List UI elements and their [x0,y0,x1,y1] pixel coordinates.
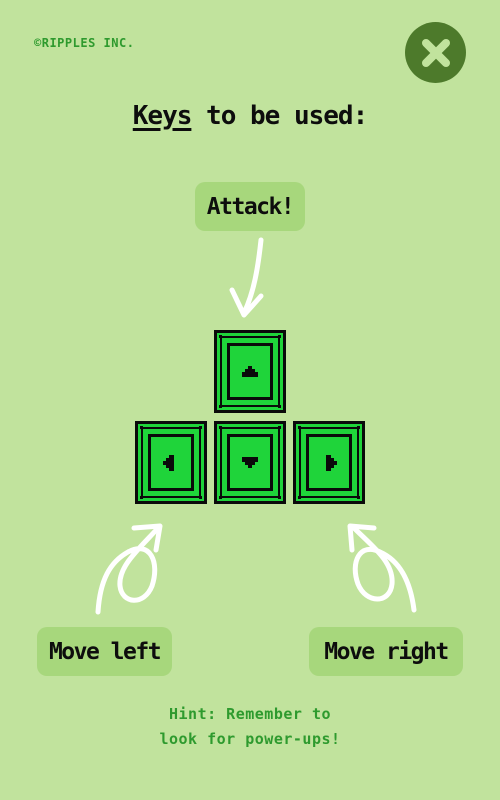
left-key[interactable] [135,421,207,504]
right-key[interactable] [293,421,365,504]
arrow-left-icon [163,455,174,471]
close-x-icon [421,38,450,67]
page-title: Keys to be used: [0,101,500,131]
title-keyword: Keys [132,101,193,131]
move-right-label: Move right [309,627,463,676]
right-pointer-arrow [351,525,417,613]
up-key[interactable] [214,330,286,413]
copyright-text: ©RIPPLES INC. [34,36,135,50]
arrow-right-icon [326,455,337,471]
arrow-up-icon [242,366,258,377]
attack-pointer-arrow [241,237,264,316]
left-pointer-arrow [95,525,161,615]
attack-label: Attack! [195,182,305,231]
move-left-label: Move left [37,627,172,676]
hint-text: Hint: Remember to look for power-ups! [0,702,500,752]
title-rest: to be used: [191,101,368,131]
arrow-down-icon [242,457,258,468]
close-button[interactable] [405,22,466,83]
hint-line-2: look for power-ups! [159,730,341,748]
down-key[interactable] [214,421,286,504]
hint-line-1: Hint: Remember to [168,705,332,723]
